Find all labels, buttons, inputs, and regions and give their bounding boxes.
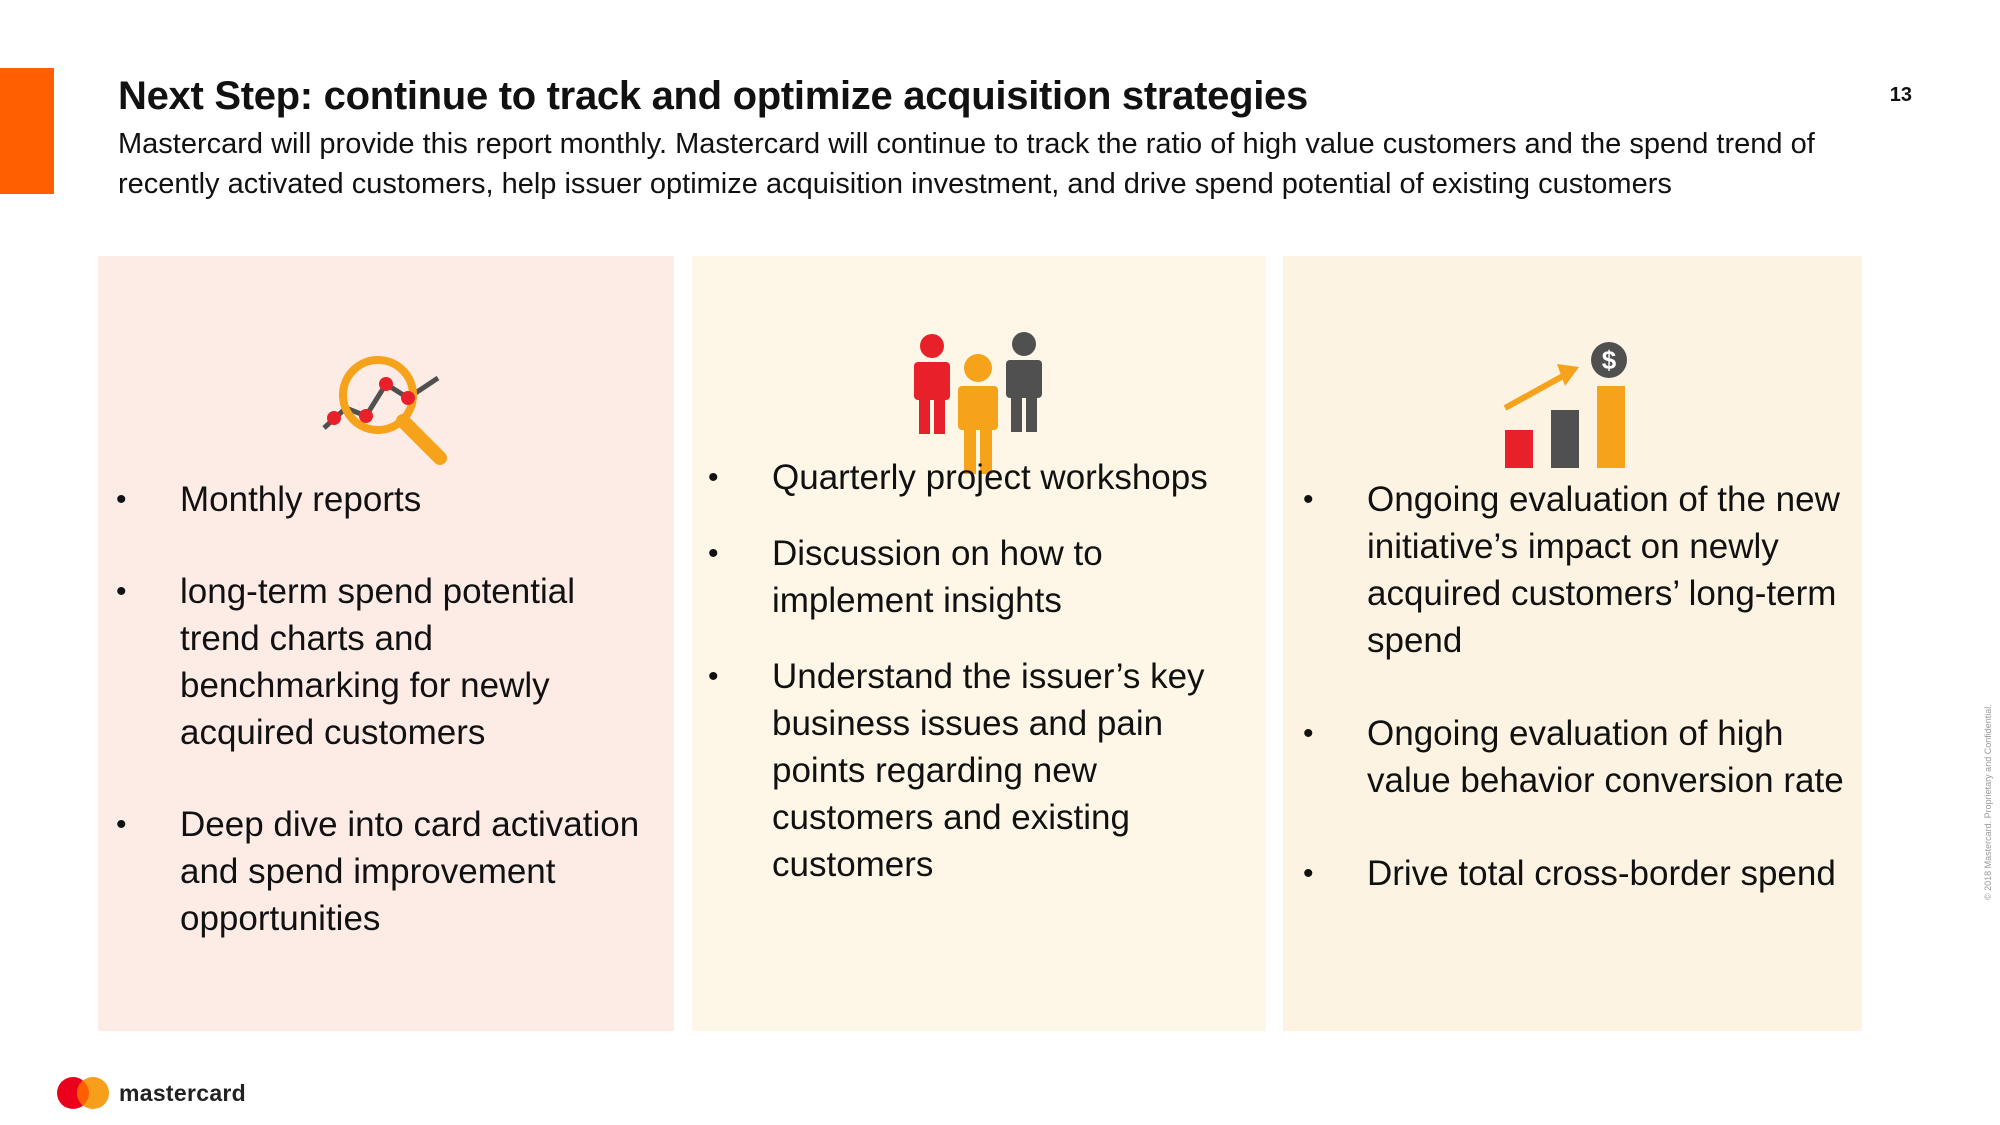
growth-chart-dollar-icon: $ [1501,340,1631,470]
list-item: Understand the issuer’s key business iss… [708,653,1258,888]
bullet-list: Ongoing evaluation of the new initiative… [1303,476,1848,943]
mastercard-logo: mastercard [55,1075,246,1111]
card-monthly-reports: Monthly reports long-term spend potentia… [98,256,674,1031]
magnifier-chart-icon [316,340,456,470]
page-number: 13 [1889,84,1912,106]
slide-title: Next Step: continue to track and optimiz… [118,74,1308,118]
list-item: Discussion on how to implement insights [708,530,1258,624]
list-item: Ongoing evaluation of high value behavio… [1303,710,1848,804]
mastercard-circles-icon [57,1077,109,1109]
list-item: Monthly reports [116,476,661,523]
list-item: Ongoing evaluation of the new initiative… [1303,476,1848,664]
card-workshops: Quarterly project workshops Discussion o… [692,256,1266,1031]
slide-subtitle: Mastercard will provide this report mont… [118,128,1815,200]
card-evaluation: $ Ongoing evaluation of the new initiati… [1283,256,1862,1031]
bullet-list: Quarterly project workshops Discussion o… [708,454,1258,917]
list-item: long-term spend potential trend charts a… [116,568,661,756]
logo-text: mastercard [119,1079,247,1106]
list-item: Quarterly project workshops [708,454,1258,501]
bullet-list: Monthly reports long-term spend potentia… [116,476,661,987]
list-item: Deep dive into card activation and spend… [116,801,661,942]
svg-text:$: $ [1602,345,1617,375]
accent-bar [0,68,54,194]
copyright-text: © 2018 Mastercard. Proprietary and Confi… [1983,704,1993,900]
list-item: Drive total cross-border spend [1303,850,1848,897]
